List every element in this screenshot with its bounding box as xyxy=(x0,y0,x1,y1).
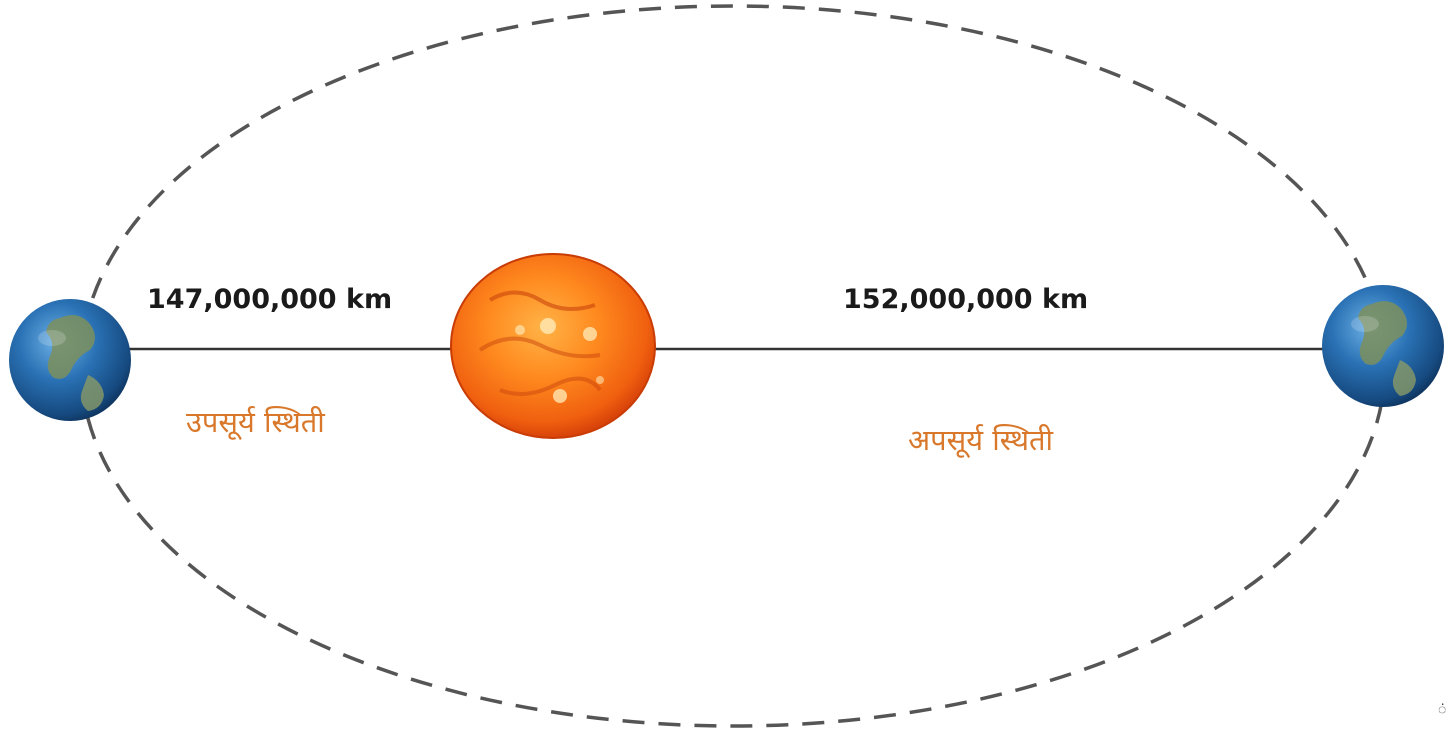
perihelion-position-label: उपसूर्य स्थिती xyxy=(186,405,325,439)
aphelion-distance-label: 152,000,000 km xyxy=(843,284,1089,315)
edge-glyph: ं xyxy=(1438,702,1447,718)
orbit-ellipse xyxy=(79,4,1387,728)
earth-perihelion-icon xyxy=(9,299,131,421)
perihelion-distance-label: 147,000,000 km xyxy=(147,284,393,315)
aphelion-position-label: अपसूर्य स्थिती xyxy=(908,423,1054,457)
earth-aphelion-icon xyxy=(1322,285,1444,407)
sun-icon xyxy=(450,253,656,439)
